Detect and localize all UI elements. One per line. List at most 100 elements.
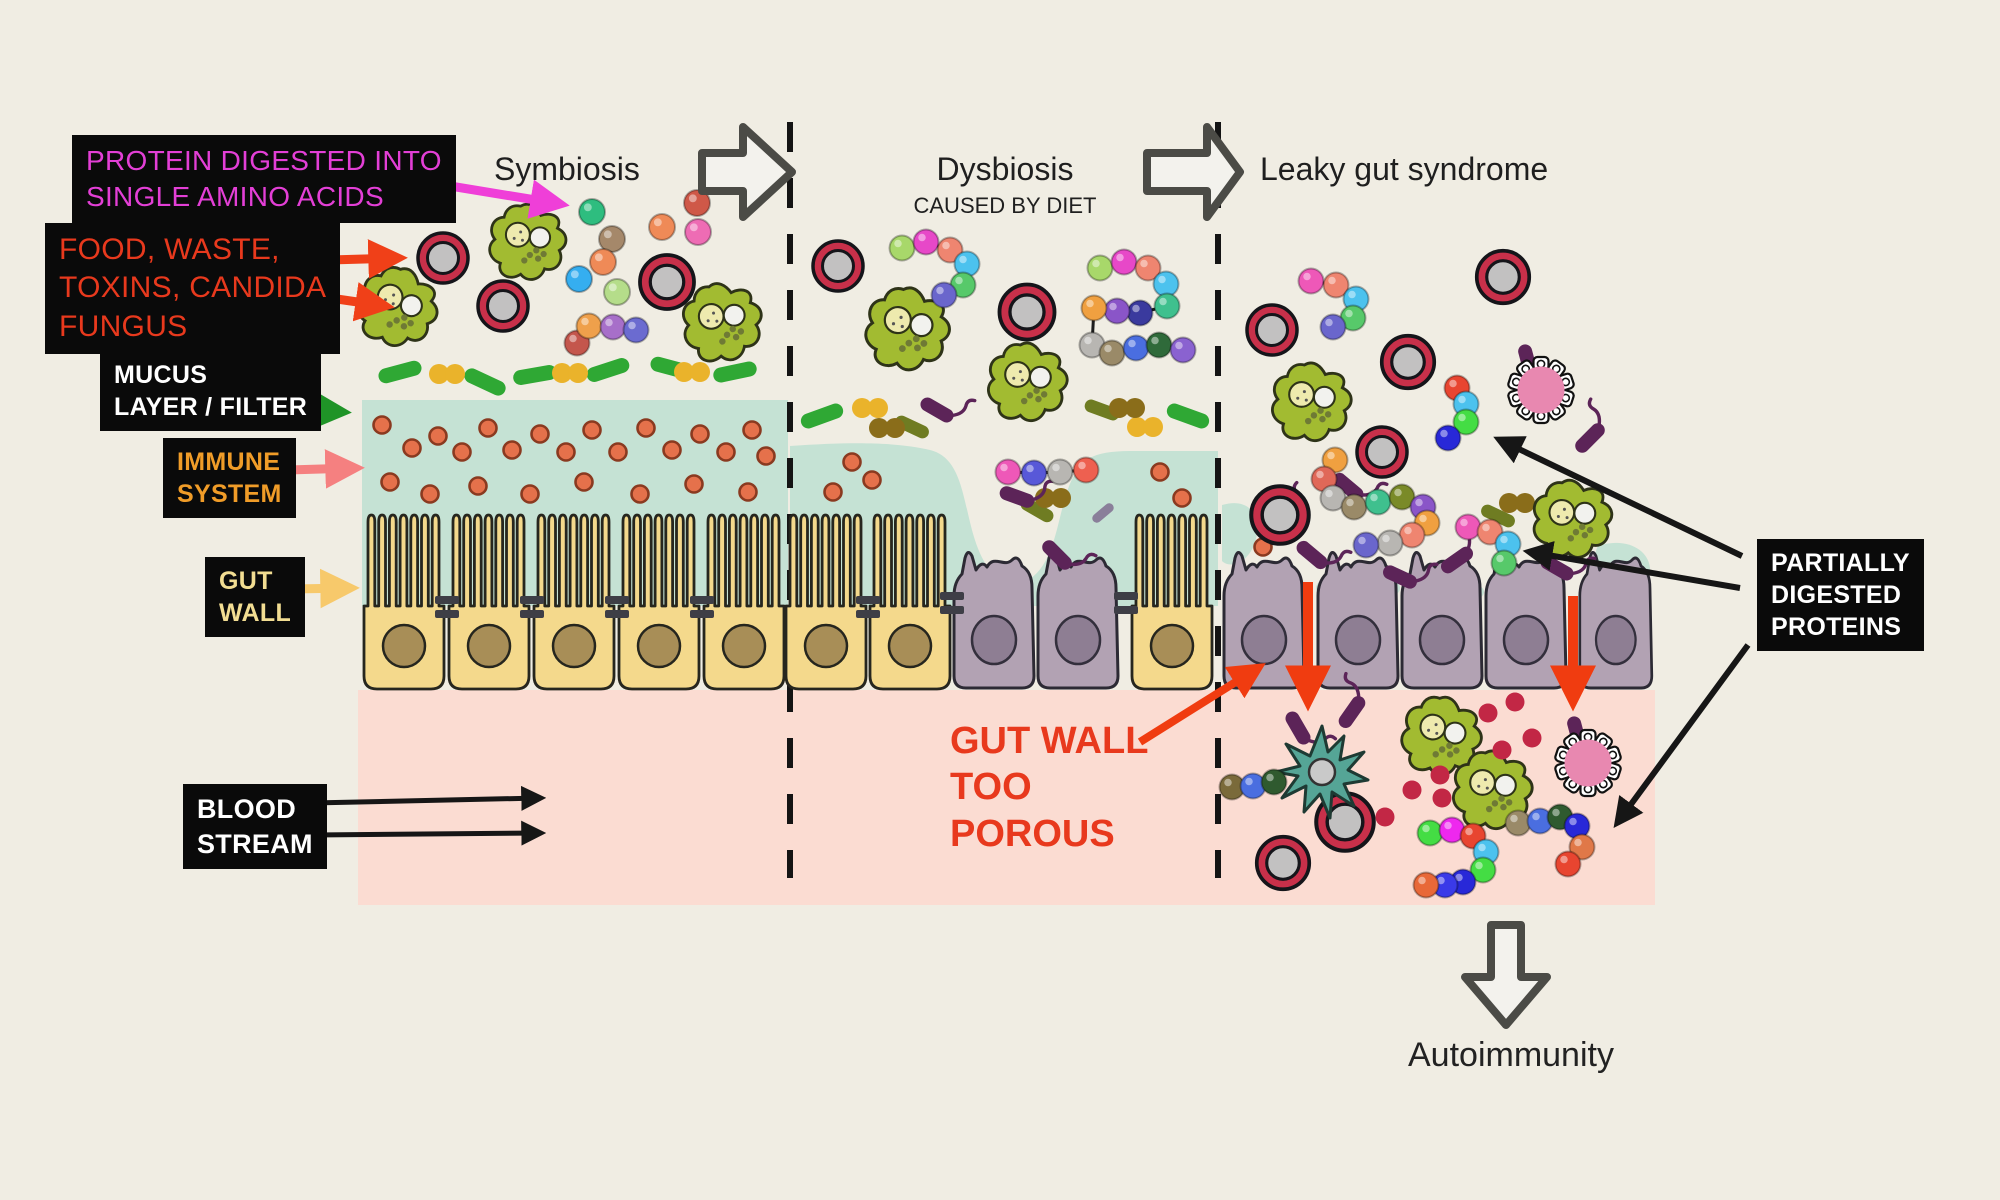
protein-chain — [1504, 803, 1596, 878]
gut-wall-cell-damaged — [1036, 550, 1120, 690]
stage-title-dysbiosis: Dysbiosis — [936, 151, 1074, 187]
red-dot — [1505, 692, 1525, 712]
immune-dot — [452, 442, 472, 462]
gut-wall-cell-healthy — [532, 513, 616, 691]
stage-subtitle-caused-by-diet: CAUSED BY DIET — [913, 193, 1097, 218]
bacteria-pair-yellow — [429, 364, 465, 384]
food-waste-particle — [811, 239, 865, 293]
arrow-gut-wall-too-porous — [1137, 663, 1266, 746]
food-waste-particle — [1245, 303, 1299, 357]
protein-chain — [994, 456, 1100, 487]
annotation-gut-wall-too-porous: GUT WALL TOO POROUS — [950, 720, 1149, 855]
bacteria-pair-yellow — [1127, 417, 1163, 437]
gut-wall-cell-healthy — [447, 513, 531, 691]
immune-dot — [1172, 488, 1192, 508]
food-waste-particle — [997, 282, 1057, 342]
immune-dot — [630, 484, 650, 504]
immune-dot — [402, 438, 422, 458]
food-waste-particle — [1254, 834, 1312, 892]
food-waste-particle — [476, 279, 530, 333]
good-bacterium-rod — [376, 359, 424, 385]
good-bacterium-rod — [461, 365, 509, 399]
immune-dot — [420, 484, 440, 504]
gut-wall-cell-healthy — [702, 513, 786, 691]
red-dot — [1402, 780, 1422, 800]
immune-dot — [862, 470, 882, 490]
red-dot — [1430, 765, 1450, 785]
immune-dot — [1150, 462, 1170, 482]
immune-dot — [468, 476, 488, 496]
protein-chain — [1434, 374, 1480, 452]
gut-wall-cell-healthy — [1130, 513, 1214, 691]
candida-fungus-cell — [488, 202, 568, 281]
red-dot — [1522, 728, 1542, 748]
food-waste-particle — [416, 231, 470, 285]
label-immune-system: IMMUNE SYSTEM — [163, 438, 296, 518]
protein-chain — [1454, 513, 1522, 577]
immune-dot — [608, 442, 628, 462]
arrow-blood-stream-2 — [313, 820, 547, 846]
gut-wall-cell-healthy — [617, 513, 701, 691]
food-waste-particle — [1379, 333, 1437, 391]
protein-chain — [1297, 267, 1370, 341]
arrow-immune-label — [287, 449, 365, 489]
gut-wall-cell-damaged — [952, 550, 1036, 690]
pathogenic-bacterium — [916, 375, 977, 432]
gut-wall-cell-healthy — [868, 513, 952, 691]
good-bacterium-rod — [1164, 401, 1212, 431]
good-bacterium-rod — [584, 356, 632, 384]
label-food-waste-toxins: FOOD, WASTE, TOXINS, CANDIDA FUNGUS — [45, 223, 341, 355]
annotation-autoimmunity: Autoimmunity — [1408, 1036, 1614, 1074]
food-waste-particle — [1474, 248, 1532, 306]
bacteria-pair-olive — [869, 418, 905, 438]
immune-dot — [842, 452, 862, 472]
label-protein-digested: PROTEIN DIGESTED INTO SINGLE AMINO ACIDS — [72, 135, 456, 223]
immune-dot — [372, 415, 392, 435]
red-dot — [1432, 788, 1452, 808]
immune-dot — [684, 474, 704, 494]
bacteria-pair-olive — [1499, 493, 1535, 513]
arrow-food-to-particle — [329, 239, 408, 279]
immune-dot — [690, 424, 710, 444]
immune-dot — [478, 418, 498, 438]
bacteria-pair-yellow — [852, 398, 888, 418]
immune-dot — [520, 484, 540, 504]
immune-dot — [380, 472, 400, 492]
bacteria-pair-yellow — [674, 362, 710, 382]
label-blood-stream: BLOOD STREAM — [183, 784, 327, 870]
immune-dot — [636, 418, 656, 438]
candida-fungus-cell — [1270, 361, 1353, 443]
immune-dot — [716, 442, 736, 462]
gut-wall-cell-healthy — [362, 513, 446, 691]
stage-title-leaky-gut: Leaky gut syndrome — [1260, 151, 1549, 187]
label-mucus-layer: MUCUS LAYER / FILTER — [100, 351, 322, 431]
protein-chain — [888, 228, 981, 309]
food-waste-particle — [1251, 486, 1309, 544]
good-bacterium-rod — [512, 363, 558, 387]
arrow-protein-to-amino-acids — [437, 179, 570, 219]
tight-junctions — [435, 592, 1138, 618]
immune-dot — [823, 482, 843, 502]
arrow-partially-digested-3 — [1613, 643, 1751, 829]
bacteria-pair-yellow — [552, 363, 588, 383]
gut-wall-cell-damaged — [1400, 550, 1484, 690]
immune-dot — [428, 426, 448, 446]
candida-fungus-cell — [986, 341, 1069, 423]
immune-dot — [662, 440, 682, 460]
pathogenic-bacterium — [1556, 397, 1617, 458]
arrow-partially-digested-2 — [1522, 541, 1741, 591]
protein-chain — [1412, 816, 1500, 899]
virus-particle — [1553, 728, 1623, 798]
single-amino-acids — [565, 189, 712, 306]
food-waste-particle — [638, 253, 696, 311]
red-dot — [1478, 703, 1498, 723]
immune-dot — [574, 472, 594, 492]
arrow-partially-digested-1 — [1493, 436, 1744, 559]
food-waste-particle — [1355, 425, 1409, 479]
label-partially-digested-proteins: PARTIALLY DIGESTED PROTEINS — [1757, 539, 1924, 651]
protein-chain — [563, 312, 650, 357]
protein-chain — [1078, 248, 1197, 367]
transition-arrow-dysbiosis-to-leaky — [1143, 123, 1244, 221]
protein-chain — [1218, 768, 1288, 801]
